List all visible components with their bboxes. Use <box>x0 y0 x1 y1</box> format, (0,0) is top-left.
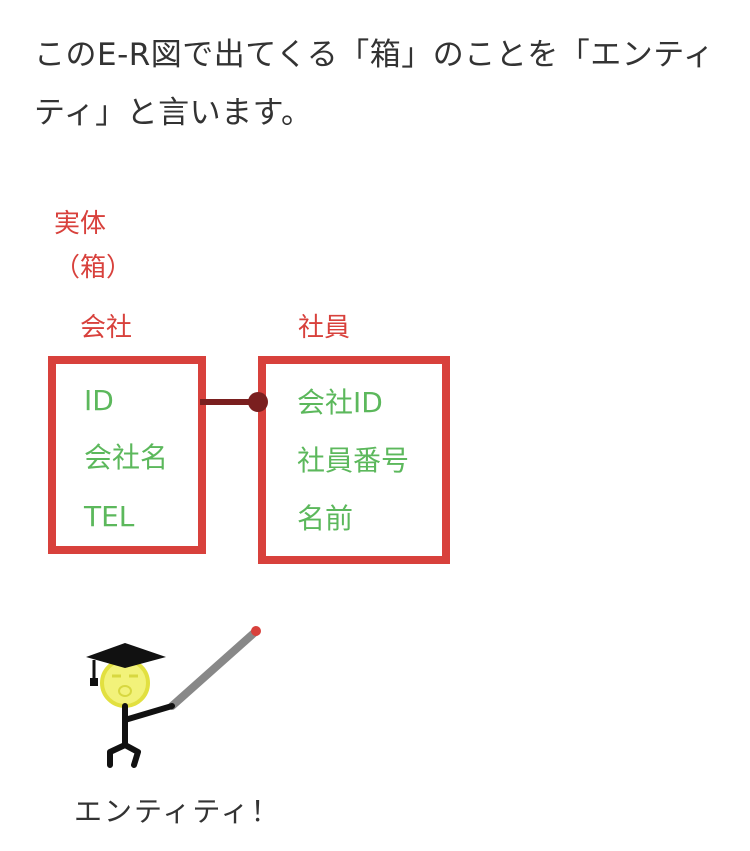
relation-line <box>200 392 268 412</box>
entity-label-line1: 実体 <box>54 209 107 239</box>
entity-box-employee <box>258 356 450 564</box>
attribute-company-id: ID <box>84 384 114 417</box>
professor-figure <box>86 626 261 768</box>
attribute-company-name: 会社名 <box>84 441 169 474</box>
entity-title-company: 会社 <box>80 313 133 343</box>
attribute-employee-company-id: 会社ID <box>297 386 383 419</box>
figure-caption: エンティティ！ <box>74 795 281 828</box>
attribute-company-tel: TEL <box>84 500 135 533</box>
intro-paragraph: このE-R図で出てくる「箱」のことを「エンティティ」と言います。 <box>34 37 715 131</box>
entity-title-employee: 社員 <box>298 313 351 343</box>
entity-box-company <box>48 356 206 554</box>
entity-label-line2: （箱） <box>54 253 133 283</box>
attribute-employee-number: 社員番号 <box>297 444 410 477</box>
attribute-employee-name: 名前 <box>297 502 354 535</box>
